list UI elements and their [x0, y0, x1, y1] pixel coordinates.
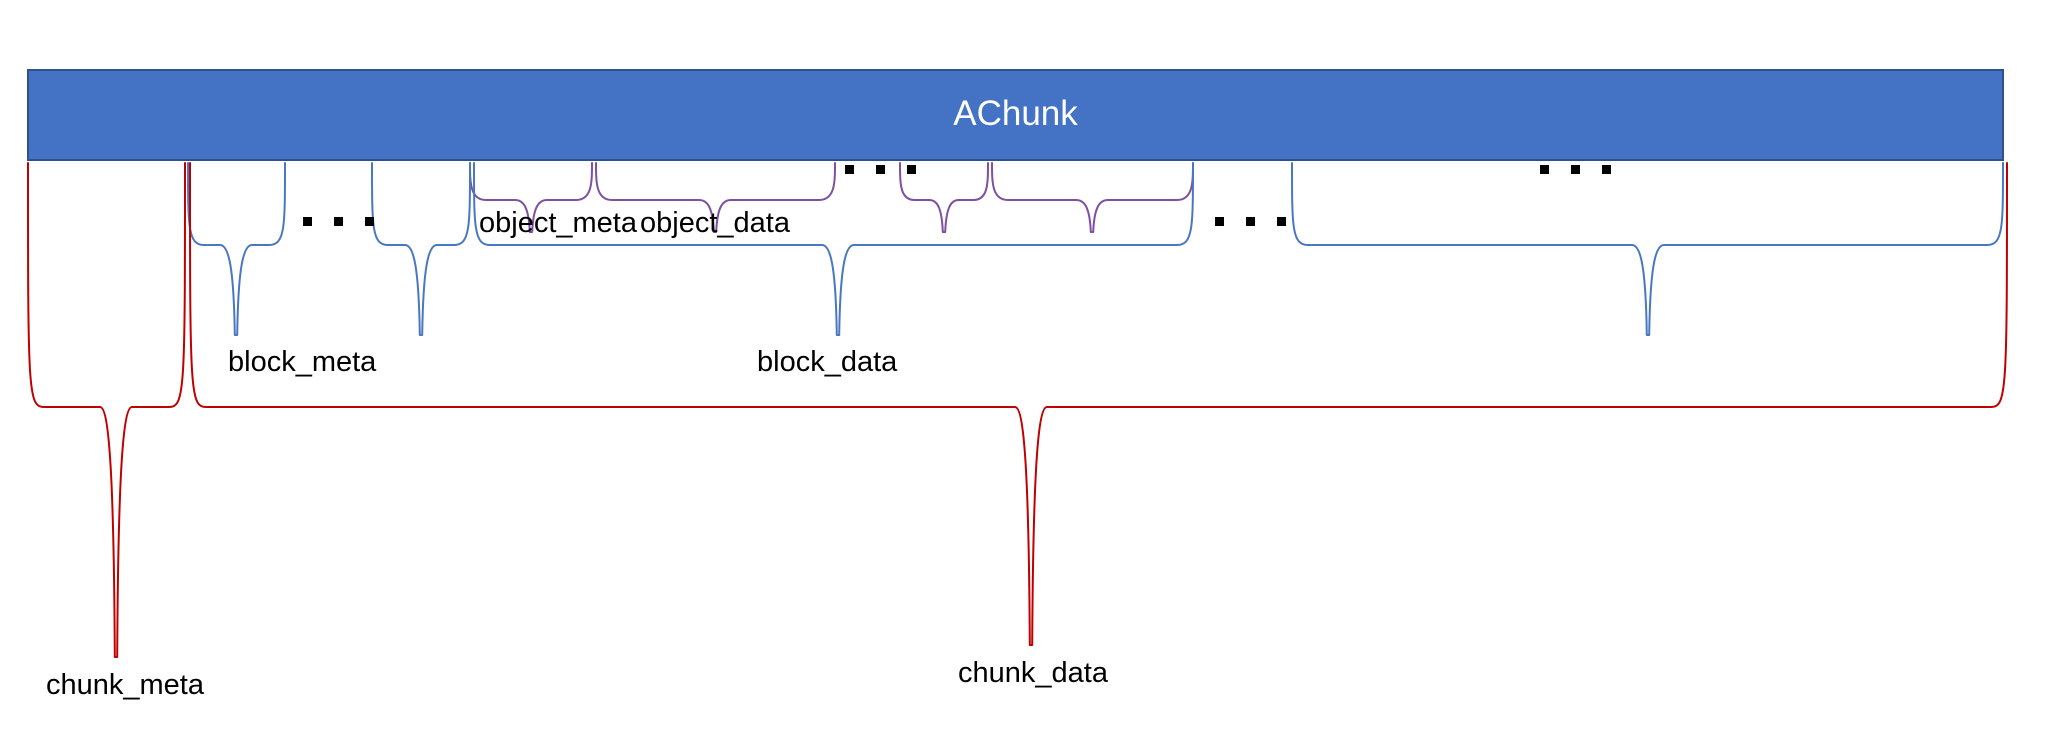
header-band	[27, 69, 2004, 161]
brace-block-4	[1291, 162, 2004, 336]
ellipsis-object-1	[845, 165, 916, 174]
ellipsis-dot	[334, 217, 343, 226]
brace-block-meta	[187, 162, 286, 336]
brace-object-4	[991, 162, 1194, 233]
ellipsis-dot	[1602, 165, 1611, 174]
brace-object-data	[595, 162, 836, 233]
brace-chunk-meta	[27, 162, 186, 658]
ellipsis-block-1	[303, 217, 374, 226]
ellipsis-dot	[303, 217, 312, 226]
ellipsis-dot	[365, 217, 374, 226]
ellipsis-dot	[1215, 217, 1224, 226]
chunk_meta-label: chunk_meta	[46, 669, 204, 701]
brace-object-3	[899, 162, 989, 233]
ellipsis-block-2	[1215, 217, 1286, 226]
ellipsis-dot	[845, 165, 854, 174]
ellipsis-chunk-tail	[1540, 165, 1611, 174]
brace-block-2	[371, 162, 471, 336]
brace-block-data	[473, 162, 1194, 336]
ellipsis-dot	[1540, 165, 1549, 174]
ellipsis-dot	[1571, 165, 1580, 174]
object_data-label: object_data	[640, 207, 790, 239]
block_data-label: block_data	[757, 346, 898, 378]
ellipsis-dot	[1246, 217, 1255, 226]
chunk_data-label: chunk_data	[958, 657, 1108, 689]
brace-object-meta	[469, 162, 593, 233]
ellipsis-dot	[876, 165, 885, 174]
ellipsis-dot	[907, 165, 916, 174]
object_meta-label: object_meta	[479, 207, 637, 239]
brace-chunk-data	[189, 162, 2008, 646]
page-title: AChunk	[953, 94, 1078, 133]
ellipsis-dot	[1277, 217, 1286, 226]
block_meta-label: block_meta	[228, 346, 377, 378]
